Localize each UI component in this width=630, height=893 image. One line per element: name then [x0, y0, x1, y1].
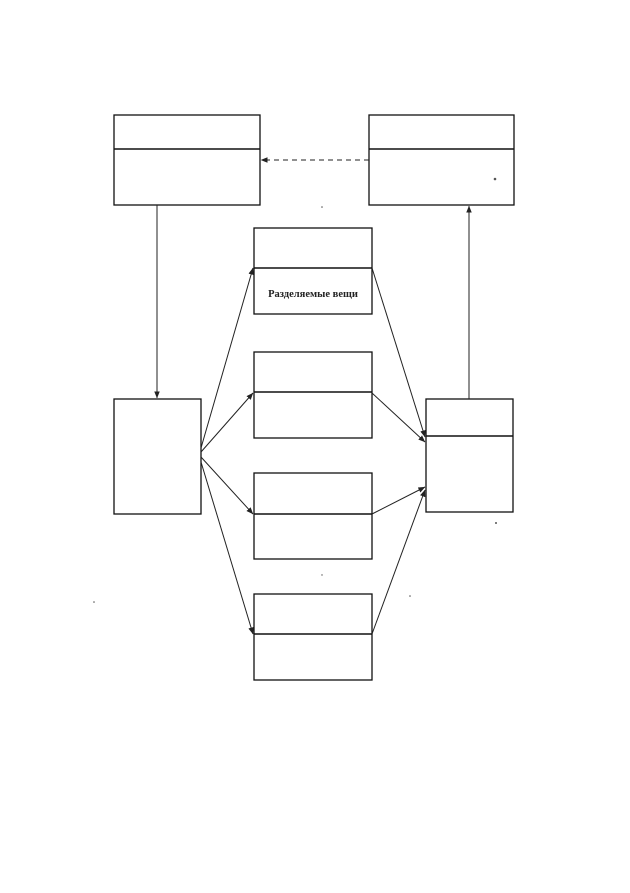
middle-4-to-right-arrow: [371, 489, 426, 635]
top-right-class-box: [368, 114, 515, 206]
left-to-middle-1-arrow: [200, 267, 254, 449]
middle-box-4: [253, 593, 373, 681]
scan-specks: [93, 177, 497, 603]
left-to-middle-3-arrow: [200, 456, 254, 515]
middle-box-1: Разделяемые вещи: [253, 227, 373, 315]
middle-1-to-right-arrow: [371, 267, 426, 438]
left-to-middle-4-arrow: [200, 461, 254, 635]
middle-box-2: [253, 351, 373, 439]
top-left-class-box: [113, 114, 261, 206]
middle-box-3: [253, 472, 373, 560]
shared-things-label: Разделяемые вещи: [268, 289, 358, 300]
left-to-middle-2-arrow: [200, 392, 254, 453]
middle-3-to-right-arrow: [371, 486, 426, 515]
right-class-box: [425, 398, 514, 513]
middle-2-to-right-arrow: [371, 392, 426, 443]
left-tall-box: [113, 398, 202, 515]
